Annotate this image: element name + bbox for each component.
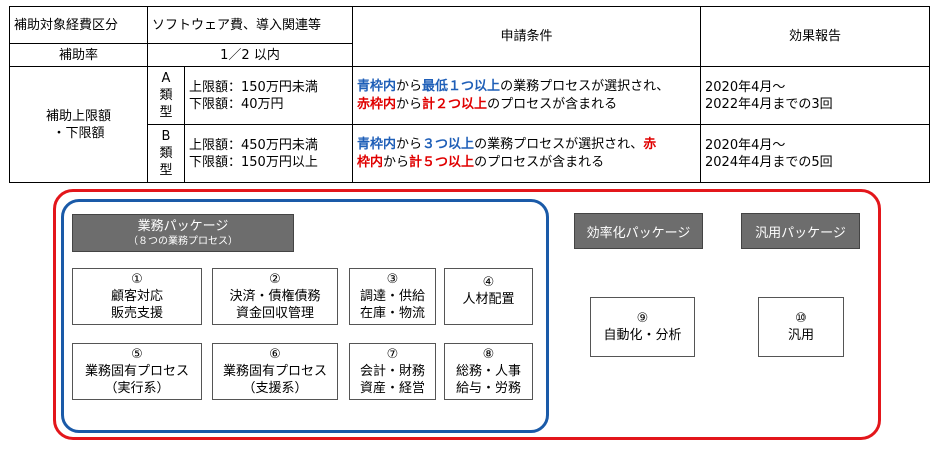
label-subsidy-rate: 補助率 bbox=[9, 43, 148, 67]
subsidy-table: 補助対象経費区分 ソフトウェア費、導入関連等 申請条件 効果報告 補助率 1／2… bbox=[9, 6, 931, 183]
cond-a-from1: から bbox=[396, 78, 423, 94]
efficiency-package-header: 効率化パッケージ bbox=[574, 213, 703, 249]
process-num: ④ bbox=[482, 275, 495, 290]
business-package-subtitle: （８つの業務プロセス） bbox=[128, 235, 238, 247]
type-a-char2: 型 bbox=[159, 105, 173, 120]
cond-a-from2: から bbox=[396, 96, 423, 112]
table-row: 補助上限額 ・下限額 A 類 型 上限額：150万円未満 下限額：40万円 青枠… bbox=[9, 66, 931, 183]
cond-b-from2: から bbox=[383, 154, 410, 170]
type-b-label: B 類 型 bbox=[147, 124, 185, 183]
cond-b-text2: のプロセスが含まれる bbox=[474, 154, 605, 170]
type-b-amount-line1: 上限額：450万円未満 bbox=[189, 137, 318, 153]
label-limit-line1: 補助上限額 bbox=[45, 108, 111, 124]
process-num: ② bbox=[269, 272, 281, 287]
process-line2: 給与・労務 bbox=[455, 381, 521, 396]
process-line1: 業務固有プロセス bbox=[84, 364, 189, 379]
cond-b-red: 赤 bbox=[643, 136, 657, 152]
label-expense-category: 補助対象経費区分 bbox=[9, 6, 148, 44]
process-line1: 顧客対応 bbox=[110, 289, 163, 304]
cond-b-three: ３つ以上 bbox=[422, 136, 475, 152]
type-b-char1: 類 bbox=[159, 146, 173, 161]
type-b-letter: B bbox=[161, 129, 171, 144]
process-line2: （実行系） bbox=[104, 381, 170, 396]
process-box-3: ③ 調達・供給 在庫・物流 bbox=[349, 268, 436, 325]
process-line2: （支援系） bbox=[242, 381, 308, 396]
label-limit: 補助上限額 ・下限額 bbox=[9, 66, 148, 183]
process-box-7: ⑦ 会計・財務 資産・経営 bbox=[349, 343, 436, 400]
cond-b-text1: の業務プロセスが選択され、 bbox=[474, 136, 644, 152]
type-a-conditions: 青枠内から最低１つ以上の業務プロセスが選択され、 赤枠内から計２つ以上のプロセス… bbox=[352, 66, 702, 125]
process-line2: 在庫・物流 bbox=[359, 306, 425, 321]
cond-a-blue-frame: 青枠内 bbox=[357, 78, 397, 94]
process-line1: 決済・債権債務 bbox=[229, 289, 321, 304]
process-num: ① bbox=[131, 272, 143, 287]
type-a-amount-line2: 下限額：40万円 bbox=[189, 96, 284, 112]
type-b-char2: 型 bbox=[159, 163, 173, 178]
type-a-label: A 類 型 bbox=[147, 66, 185, 125]
process-line2: 資産・経営 bbox=[359, 381, 425, 396]
type-a-report-line2: 2022年4月までの3回 bbox=[705, 96, 833, 112]
cond-a-red-frame: 赤枠内 bbox=[357, 96, 397, 112]
cond-a-text1: の業務プロセスが選択され、 bbox=[500, 78, 670, 94]
process-line1: 人材配置 bbox=[462, 292, 515, 307]
process-num: ⑩ bbox=[795, 311, 807, 326]
blue-frame bbox=[61, 199, 549, 433]
red-frame bbox=[53, 189, 881, 440]
process-line1: 業務固有プロセス bbox=[222, 364, 327, 379]
process-line2: 資金回収管理 bbox=[235, 306, 314, 321]
value-subsidy-rate: 1／2 以内 bbox=[146, 43, 354, 67]
process-num: ⑦ bbox=[386, 347, 399, 362]
type-a-amount-line1: 上限額：150万円未満 bbox=[189, 79, 318, 95]
process-box-9: ⑨ 自動化・分析 bbox=[590, 297, 695, 357]
process-box-8: ⑧ 総務・人事 給与・労務 bbox=[444, 343, 533, 400]
cond-b-blue-frame: 青枠内 bbox=[357, 136, 397, 152]
type-a-letter: A bbox=[161, 71, 171, 86]
header-report: 効果報告 bbox=[700, 6, 931, 67]
process-line1: 自動化・分析 bbox=[603, 328, 682, 343]
process-num: ⑥ bbox=[269, 347, 281, 362]
business-package-header: 業務パッケージ （８つの業務プロセス） bbox=[72, 214, 294, 252]
type-a-amount: 上限額：150万円未満 下限額：40万円 bbox=[183, 66, 354, 125]
type-b-report-line2: 2024年4月までの5回 bbox=[705, 154, 833, 170]
process-box-5: ⑤ 業務固有プロセス （実行系） bbox=[72, 343, 202, 400]
cond-b-total-five: 計５つ以上 bbox=[409, 154, 475, 170]
label-limit-line2: ・下限額 bbox=[52, 125, 105, 141]
general-package-header: 汎用パッケージ bbox=[741, 213, 860, 249]
process-box-1: ① 顧客対応 販売支援 bbox=[72, 268, 202, 325]
cond-a-min-one: 最低１つ以上 bbox=[422, 78, 501, 94]
header-conditions: 申請条件 bbox=[352, 6, 702, 67]
type-b-conditions: 青枠内から３つ以上の業務プロセスが選択され、赤 枠内から計５つ以上のプロセスが含… bbox=[352, 124, 702, 183]
process-num: ⑨ bbox=[636, 311, 649, 326]
process-line1: 汎用 bbox=[787, 328, 814, 343]
type-b-report: 2020年4月～ 2024年4月までの5回 bbox=[700, 124, 931, 183]
process-line1: 調達・供給 bbox=[359, 289, 425, 304]
process-line1: 会計・財務 bbox=[359, 364, 425, 379]
type-a-char1: 類 bbox=[159, 88, 173, 103]
cond-b-from1: から bbox=[396, 136, 423, 152]
process-box-2: ② 決済・債権債務 資金回収管理 bbox=[212, 268, 338, 325]
process-line2: 販売支援 bbox=[110, 306, 163, 321]
process-num: ⑧ bbox=[482, 347, 495, 362]
process-num: ⑤ bbox=[131, 347, 143, 362]
type-b-amount: 上限額：450万円未満 下限額：150万円以上 bbox=[183, 124, 354, 183]
cond-a-text2: のプロセスが含まれる bbox=[487, 96, 618, 112]
type-b-amount-line2: 下限額：150万円以上 bbox=[189, 154, 318, 170]
process-box-4: ④ 人材配置 bbox=[444, 268, 533, 325]
table-row: 補助対象経費区分 ソフトウェア費、導入関連等 申請条件 効果報告 bbox=[9, 6, 931, 67]
type-a-report-line1: 2020年4月～ bbox=[705, 79, 786, 95]
process-num: ③ bbox=[386, 272, 399, 287]
cond-b-frame: 枠内 bbox=[357, 154, 384, 170]
type-a-report: 2020年4月～ 2022年4月までの3回 bbox=[700, 66, 931, 125]
cond-a-total-two: 計２つ以上 bbox=[422, 96, 488, 112]
table-row: 補助率 1／2 以内 bbox=[9, 43, 930, 67]
table-row: B 類 型 上限額：450万円未満 下限額：150万円以上 青枠内から３つ以上の… bbox=[10, 124, 931, 183]
process-line1: 総務・人事 bbox=[455, 364, 521, 379]
process-box-6: ⑥ 業務固有プロセス （支援系） bbox=[212, 343, 338, 400]
value-expense-category: ソフトウェア費、導入関連等 bbox=[146, 6, 354, 44]
type-b-report-line1: 2020年4月～ bbox=[705, 137, 786, 153]
process-box-10: ⑩ 汎用 bbox=[758, 297, 844, 357]
business-package-title: 業務パッケージ bbox=[137, 218, 229, 234]
